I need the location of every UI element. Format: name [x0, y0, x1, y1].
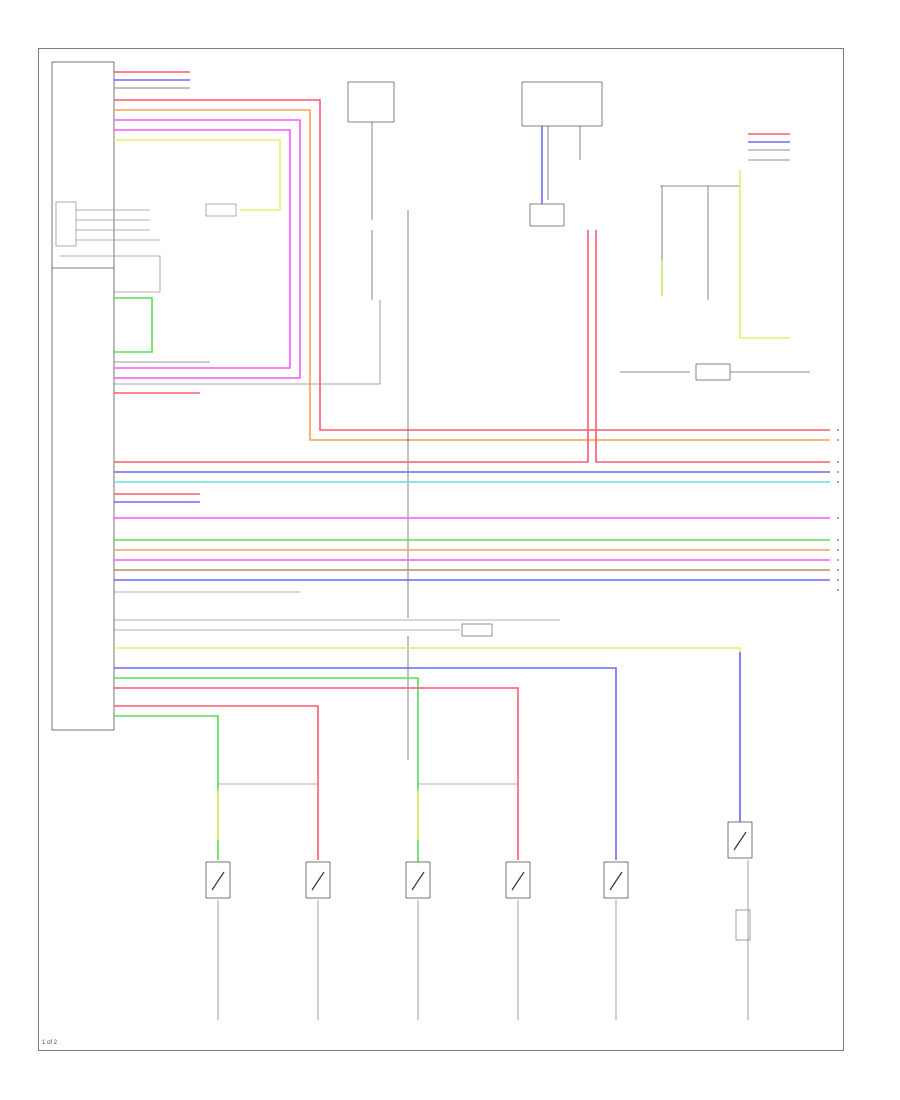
switch-group [205, 821, 753, 899]
switch-symbol [405, 861, 431, 899]
right-relay-area [620, 133, 810, 381]
terminal-dots [837, 429, 839, 591]
top-left-wires [114, 71, 830, 441]
inline-connector [461, 623, 493, 637]
left-connector-group [55, 201, 237, 293]
red-vertical-wire-2 [595, 230, 830, 463]
horizontal-bus [114, 471, 830, 593]
diagram-frame [38, 48, 844, 1051]
switch-symbol [603, 861, 629, 899]
body-control-module [51, 61, 115, 731]
footer-code: 1 of 2 [42, 1040, 58, 1046]
red-vertical-wire [114, 230, 589, 463]
yellow-long-wire [114, 647, 741, 820]
green-loop-wire [114, 297, 153, 353]
fuse-block-center [347, 81, 409, 760]
ground-drops [217, 860, 751, 1020]
fuse-block-right [521, 81, 603, 227]
switch-symbol [727, 821, 753, 859]
lower-yellow-segments [217, 790, 419, 840]
gray-return-wire [114, 300, 381, 385]
switch-symbol [205, 861, 231, 899]
switch-symbol [305, 861, 331, 899]
lower-branches [114, 667, 617, 870]
yellow-right-wire [739, 170, 790, 339]
switch-symbol [505, 861, 531, 899]
